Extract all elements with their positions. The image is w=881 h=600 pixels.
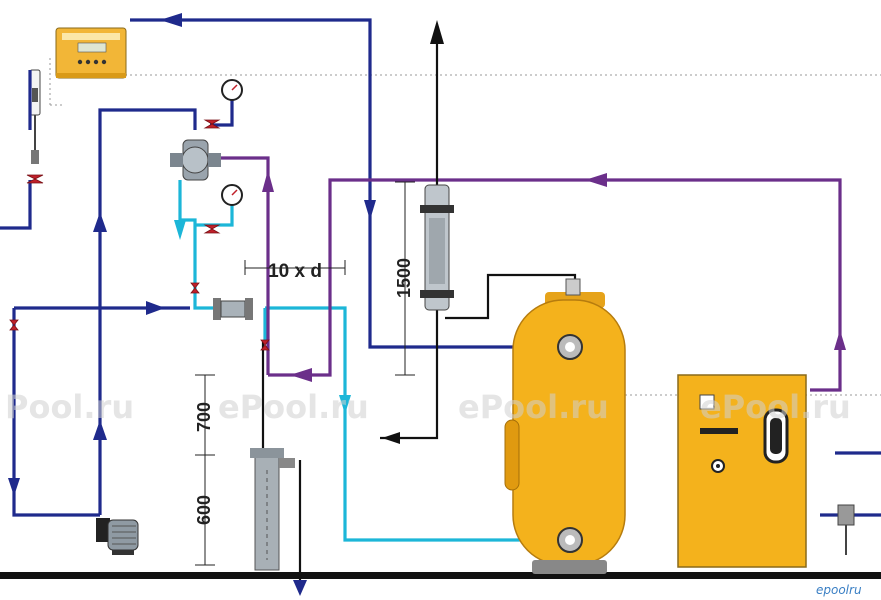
arrow-right-icon (146, 301, 165, 315)
control-unit (55, 27, 127, 79)
valve-icon (203, 119, 221, 129)
arrow-down-icon (339, 395, 351, 414)
arrow-up-icon (93, 420, 107, 440)
valve-icon (260, 339, 270, 351)
circulation-pump (96, 518, 139, 555)
dim-label-10xd: 10 x d (268, 261, 322, 282)
arrow-down-icon (293, 580, 307, 596)
injection-column (250, 448, 295, 571)
dim-label-600: 600 (194, 495, 214, 525)
valves (9, 119, 270, 351)
sensor-probe (837, 504, 855, 555)
floor-line (0, 572, 881, 579)
watermark: Pool.ru (5, 388, 134, 426)
arrow-up-icon (93, 212, 107, 232)
supply-pipes (0, 18, 881, 517)
inline-filter (213, 298, 253, 320)
valve-icon (26, 174, 44, 184)
arrow-left-icon (382, 432, 400, 444)
brand-mark: epoolru (816, 583, 862, 597)
pressure-gauge-icon (221, 79, 243, 101)
heater-unit (677, 374, 807, 568)
uv-lamp (420, 184, 454, 311)
pressure-gauge-icon (221, 184, 243, 206)
dim-label-1500: 1500 (394, 258, 414, 298)
dosing-pump (170, 139, 221, 181)
arrow-down-icon (174, 220, 186, 240)
valve-icon (190, 282, 200, 294)
arrow-down-icon (364, 200, 376, 220)
watermark: ePool.ru (700, 388, 851, 426)
arrow-left-icon (585, 173, 607, 187)
valve-icon (203, 224, 221, 234)
sand-filter-tank (504, 278, 626, 574)
arrow-up-icon (262, 170, 274, 192)
sensor-probe (29, 69, 41, 164)
arrow-up-icon (430, 20, 444, 44)
watermark: ePool.ru (218, 388, 369, 426)
flow-arrows (8, 13, 846, 596)
arrow-left-icon (290, 368, 312, 382)
valve-icon (9, 319, 19, 331)
arrow-up-icon (834, 330, 846, 350)
dim-label-700: 700 (194, 402, 214, 432)
dimension-lines (195, 181, 415, 566)
arrow-down-icon (8, 478, 20, 496)
watermark: ePool.ru (458, 388, 609, 426)
arrow-left-icon (160, 13, 182, 27)
